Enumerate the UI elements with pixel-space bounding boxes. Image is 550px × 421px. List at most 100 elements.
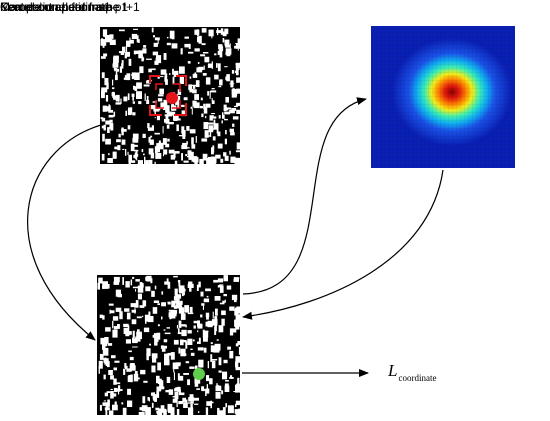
texture-speck: [107, 399, 110, 407]
texture-speck: [167, 302, 171, 305]
texture-speck: [121, 60, 124, 66]
to-heat-map-arrow: [242, 97, 367, 295]
texture-speck: [157, 362, 161, 371]
kernel-correlation-arrow: [27, 124, 102, 341]
texture-speck: [132, 337, 134, 343]
texture-speck: [173, 275, 178, 278]
texture-speck: [150, 135, 153, 138]
texture-speck: [155, 153, 162, 159]
texture-speck: [209, 91, 211, 99]
texture-speck: [222, 31, 227, 37]
texture-speck: [213, 123, 219, 130]
texture-speck: [198, 337, 201, 344]
texture-speck: [224, 138, 227, 145]
texture-speck: [199, 158, 204, 164]
texture-speck: [182, 293, 184, 297]
texture-speck: [106, 106, 111, 112]
texture-speck: [180, 348, 186, 357]
texture-speck: [122, 277, 124, 285]
texture-speck: [101, 87, 108, 93]
texture-speck: [224, 111, 231, 115]
texture-speck: [217, 143, 223, 149]
texture-speck: [143, 84, 150, 87]
texture-speck: [113, 111, 116, 117]
texture-speck: [108, 114, 114, 118]
texture-speck: [142, 315, 144, 318]
texture-speck: [178, 328, 180, 333]
texture-speck: [176, 301, 182, 309]
texture-speck: [176, 124, 179, 132]
texture-speck: [133, 85, 136, 90]
texture-speck: [135, 300, 139, 308]
texture-speck: [211, 116, 217, 119]
texture-speck: [157, 378, 162, 384]
texture-speck: [173, 372, 175, 381]
texture-speck: [167, 352, 173, 356]
texture-speck: [217, 285, 222, 288]
texture-speck: [112, 151, 117, 159]
texture-speck: [235, 361, 239, 368]
texture-speck: [125, 281, 130, 288]
texture-speck: [114, 66, 116, 72]
texture-speck: [183, 97, 188, 101]
texture-speck: [211, 360, 216, 369]
texture-speck: [207, 320, 213, 328]
texture-speck: [181, 110, 187, 117]
texture-speck: [142, 48, 147, 54]
texture-speck: [116, 389, 123, 391]
texture-speck: [188, 407, 194, 415]
texture-speck: [207, 91, 209, 96]
texture-speck: [135, 336, 141, 342]
texture-speck: [113, 281, 120, 285]
texture-speck: [113, 326, 118, 330]
texture-speck: [194, 48, 200, 52]
texture-speck: [176, 325, 178, 329]
texture-speck: [129, 356, 134, 361]
texture-speck: [193, 320, 199, 324]
texture-speck: [237, 341, 240, 345]
texture-speck: [135, 289, 136, 292]
texture-speck: [189, 366, 195, 369]
texture-speck: [105, 409, 108, 415]
texture-speck: [208, 156, 213, 164]
texture-speck: [102, 344, 106, 350]
texture-speck: [112, 79, 114, 86]
texture-speck: [103, 53, 108, 57]
texture-speck: [207, 63, 213, 68]
texture-speck: [102, 348, 106, 354]
texture-speck: [223, 114, 225, 119]
texture-speck: [177, 386, 180, 392]
texture-speck: [215, 392, 221, 399]
texture-speck: [153, 42, 158, 47]
texture-speck: [105, 327, 111, 332]
texture-speck: [108, 370, 113, 375]
texture-speck: [232, 116, 239, 120]
texture-speck: [107, 38, 113, 40]
texture-speck: [177, 332, 182, 335]
texture-speck: [176, 409, 180, 415]
texture-speck: [233, 277, 240, 280]
texture-speck: [213, 119, 216, 127]
texture-speck: [117, 145, 121, 151]
texture-speck: [233, 278, 239, 282]
texture-speck: [180, 288, 186, 292]
texture-speck: [211, 147, 214, 155]
texture-speck: [128, 107, 130, 113]
texture-speck: [215, 308, 218, 316]
texture-speck: [166, 376, 171, 383]
texture-speck: [134, 144, 138, 147]
texture-speck: [114, 360, 120, 363]
texture-speck: [216, 339, 219, 341]
texture-speck: [141, 405, 148, 412]
texture-speck: [104, 78, 109, 86]
texture-speck: [165, 105, 170, 113]
texture-speck: [104, 407, 110, 411]
texture-speck: [230, 132, 235, 136]
texture-speck: [173, 72, 177, 74]
texture-speck: [184, 305, 189, 313]
texture-speck: [118, 386, 120, 395]
texture-speck: [204, 56, 210, 63]
texture-speck: [206, 375, 210, 382]
texture-speck: [221, 390, 224, 395]
texture-speck: [162, 103, 166, 110]
